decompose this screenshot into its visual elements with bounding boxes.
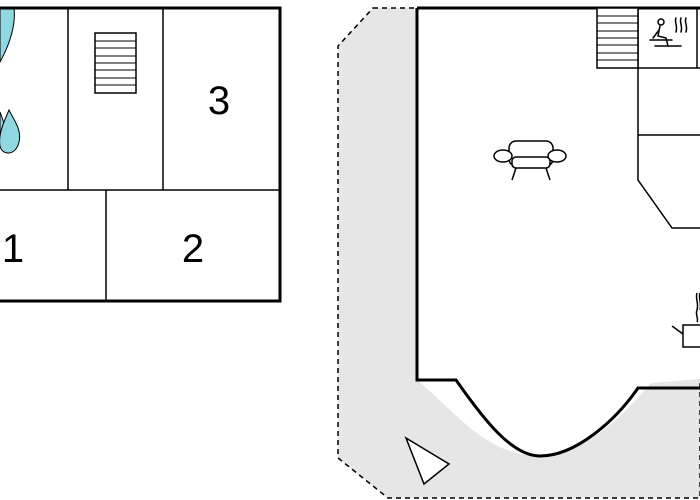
armchair-icon	[493, 140, 567, 181]
outer-wall	[415, 6, 700, 458]
stairs-icon	[94, 32, 137, 94]
room-label-1: 1	[2, 227, 24, 271]
outer-wall	[0, 6, 282, 303]
room-label-2: 2	[182, 227, 204, 271]
water-drop-icon	[0, 108, 21, 154]
right-floor-plan	[337, 6, 700, 499]
inner-wall	[637, 8, 700, 229]
house-interior	[417, 8, 700, 456]
stairs-icon	[596, 7, 639, 69]
room-label-3: 3	[208, 79, 230, 123]
sauna-icon	[649, 17, 688, 47]
north-arrow-icon	[404, 436, 451, 486]
water-area	[0, 7, 15, 64]
left-floor-plan: 3 1 2	[0, 6, 282, 303]
